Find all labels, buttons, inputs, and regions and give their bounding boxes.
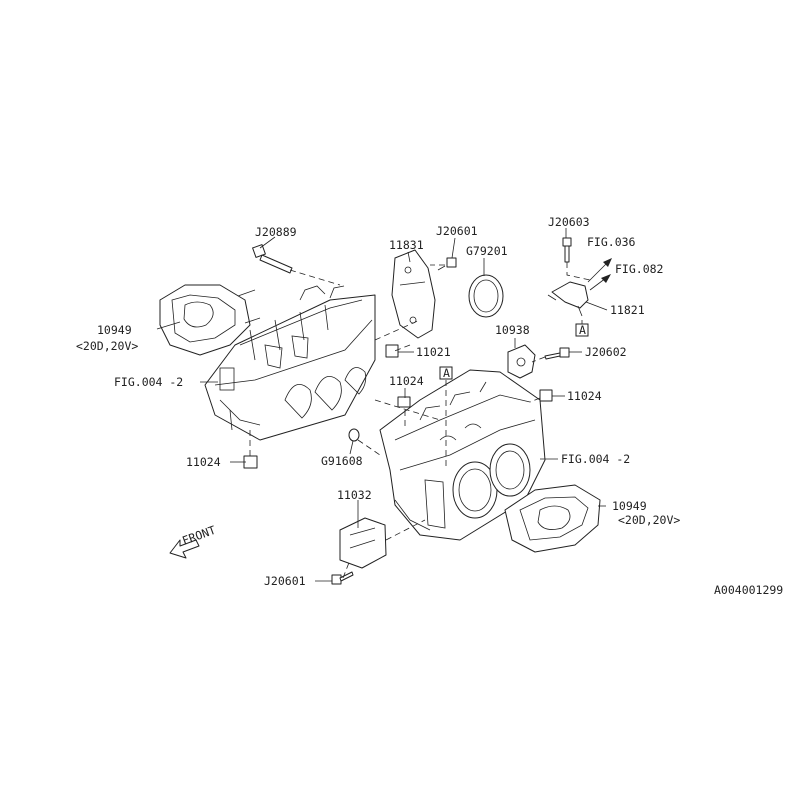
plate-11831	[391, 249, 436, 339]
label-front: FRONT	[180, 523, 217, 548]
front-arrow-icon	[169, 539, 200, 559]
left-bracket-10949	[159, 284, 261, 356]
bolt-j20601-top	[437, 257, 457, 271]
label-11024-mid: 11024	[389, 374, 424, 388]
plug-11021	[385, 344, 399, 358]
label-10949-left: 10949	[97, 323, 132, 337]
label-ref-a-1: A	[579, 323, 586, 337]
pipe-11821	[547, 281, 589, 317]
label-fig004-right: FIG.004 -2	[561, 452, 630, 466]
bolt-j20889	[252, 244, 293, 274]
label-11821: 11821	[610, 303, 645, 317]
right-bracket-10949	[504, 484, 601, 553]
label-g91608: G91608	[321, 454, 363, 468]
bolt-j20603	[562, 237, 572, 263]
label-g79201: G79201	[466, 244, 508, 258]
label-10949-left-variant: <20D,20V>	[76, 339, 138, 353]
label-ref-a-2: A	[443, 366, 450, 380]
bolt-j20602	[544, 347, 570, 360]
seal-g79201	[468, 274, 504, 318]
left-cylinder-block	[204, 285, 376, 441]
right-cylinder-block	[379, 369, 546, 541]
label-j20601-bottom: J20601	[264, 574, 306, 588]
plug-11024-mid	[397, 396, 411, 408]
fig-arrow-icon	[587, 258, 612, 291]
label-fig004-left: FIG.004 -2	[114, 375, 183, 389]
label-11024-right: 11024	[567, 389, 602, 403]
diagram-id: A004001299	[714, 583, 783, 597]
label-10938: 10938	[495, 323, 530, 337]
label-10949-right: 10949	[612, 499, 647, 513]
bolt-j20601-bottom	[331, 571, 354, 585]
label-11032: 11032	[337, 488, 372, 502]
leader-lines	[156, 228, 608, 582]
label-11021: 11021	[416, 345, 451, 359]
label-j20602: J20602	[585, 345, 627, 359]
plate-11032	[339, 517, 387, 569]
label-fig036: FIG.036	[587, 235, 636, 249]
label-10949-right-variant: <20D,20V>	[618, 513, 680, 527]
label-fig082: FIG.082	[615, 262, 663, 276]
plug-11024-right	[539, 389, 553, 402]
seal-g91608	[348, 428, 360, 442]
reference-box-icon	[439, 323, 589, 380]
label-j20889: J20889	[255, 225, 297, 239]
label-11831: 11831	[389, 238, 424, 252]
part-10938	[507, 344, 536, 379]
label-11024-left: 11024	[186, 455, 221, 469]
label-j20601-top: J20601	[436, 224, 478, 238]
label-j20603: J20603	[548, 215, 590, 229]
